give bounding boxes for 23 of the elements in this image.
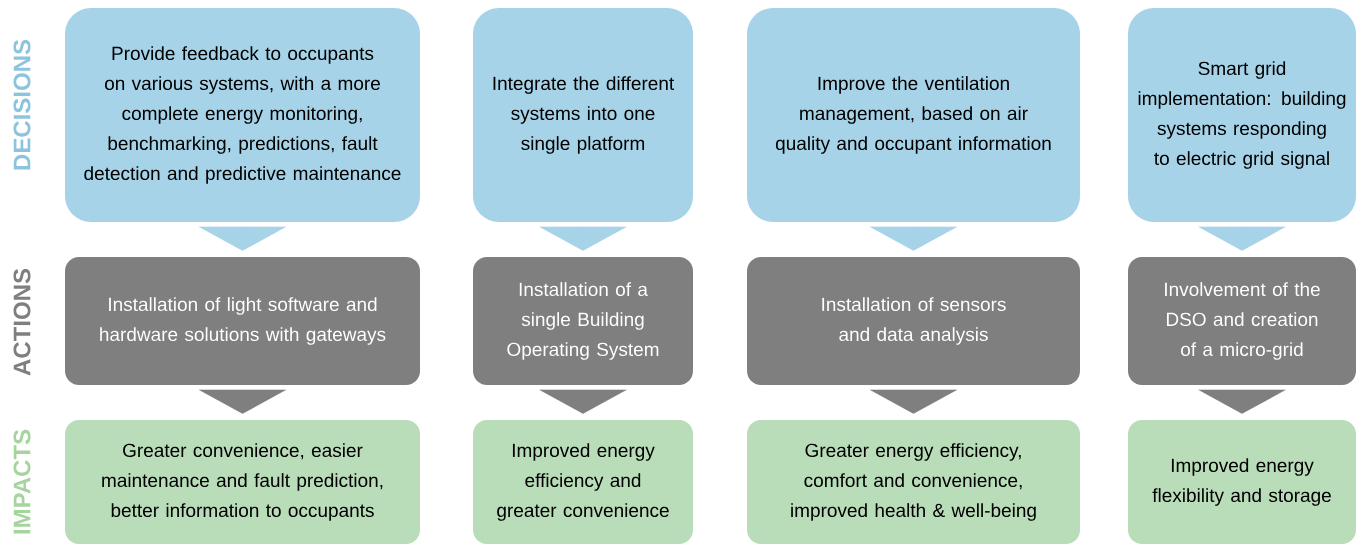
action-box: Installation of a single Building Operating System: [473, 257, 693, 385]
row-label: IMPACTS: [13, 429, 31, 534]
decision-box: Smart grid implementation: building systems responding to electric grid signal: [1128, 8, 1356, 222]
arrow: [539, 226, 627, 251]
row-label: DECISIONS: [13, 39, 31, 170]
decision-box: Integrate the different systems into one single platform: [473, 8, 693, 222]
impact-box: Improved energy flexibility and storage: [1128, 420, 1356, 544]
action-box: Installation of light software and hardware solutions with gateways: [65, 257, 420, 385]
row-label: ACTIONS: [13, 268, 31, 376]
action-box: Involvement of the DSO and creation of a micro-grid: [1128, 257, 1356, 385]
arrow: [198, 389, 287, 414]
arrow: [869, 226, 958, 251]
arrow: [1198, 226, 1286, 251]
decision-box: Improve the ventilation management, based on air quality and occupant information: [747, 8, 1080, 222]
impact-box: Improved energy efficiency and greater convenience: [473, 420, 693, 544]
impact-box: Greater energy efficiency, comfort and convenience, improved health & well-being: [747, 420, 1080, 544]
action-box: Installation of sensors and data analysis: [747, 257, 1080, 385]
arrow: [1198, 389, 1286, 414]
impact-box: Greater convenience, easier maintenance and fault prediction, better information to occupants: [65, 420, 420, 544]
arrow: [869, 389, 958, 414]
arrow: [198, 226, 287, 251]
decision-box: Provide feedback to occupants on various systems, with a more complete energy monitoring, benchmarking, predictions, fault detection and predictive maintenance: [65, 8, 420, 222]
arrow: [539, 389, 627, 414]
